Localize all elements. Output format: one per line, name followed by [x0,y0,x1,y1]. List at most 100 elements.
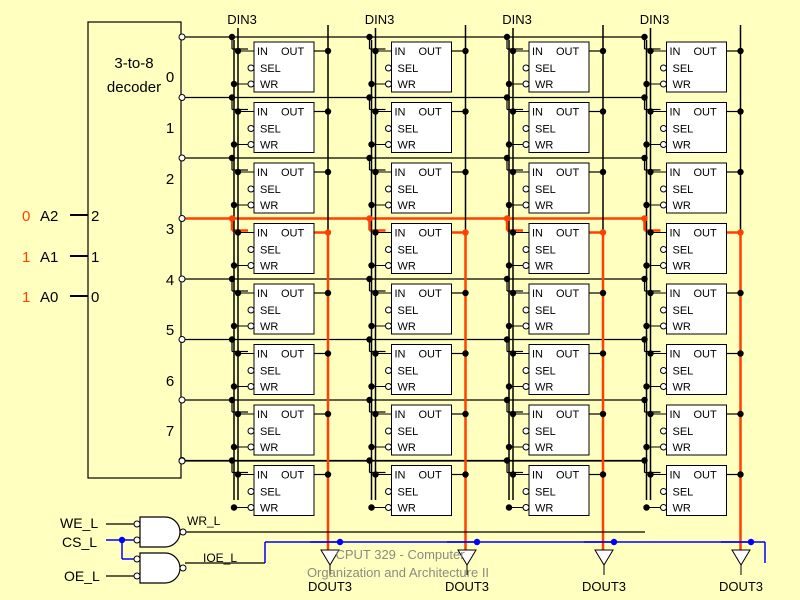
din-junction [647,471,654,478]
din-junction [234,410,242,418]
cell-in-label: IN [670,288,681,300]
cell-in-label: IN [257,46,268,58]
row-select-junction [366,33,373,41]
output-enable-junction [610,538,618,546]
wr-junction [505,262,513,269]
sel-input-bubble [247,488,255,495]
memory-cell [528,283,590,335]
cell-in-label: IN [670,167,681,179]
cell-sel-label: SEL [673,305,694,317]
output-enable-junction [747,538,755,546]
memory-cell [253,102,315,153]
out-junction [737,350,744,357]
memory-cell [666,162,727,214]
din-junction [372,350,379,357]
address-bit-name: A2 [40,208,58,225]
cell-out-label: OUT [694,107,718,119]
wr-junction [368,504,375,511]
cell-sel-label: SEL [673,63,694,75]
decoder-output-bubble [178,275,186,283]
row-select-junction [366,275,373,283]
memory-cell [253,283,315,335]
din-junction [372,471,379,478]
din-junction [372,47,379,55]
cell-in-label: IN [395,167,406,179]
row-select-junction [641,336,648,343]
cell-sel-label: SEL [398,124,419,136]
address-bit-name: A0 [40,289,58,306]
cs-input-bubble-2 [133,555,141,563]
wr-junction [643,141,650,148]
wr-junction [505,322,513,330]
memory-cell [666,102,727,153]
wr-junction [505,80,513,88]
wr-input-bubble [522,262,530,269]
din-junction [647,350,654,357]
wr-input-bubble [385,141,392,148]
decoder-output-bubble [178,396,186,404]
out-junction [462,289,469,297]
cell-in-label: IN [257,167,268,179]
wr-junction [230,383,238,390]
row-select-junction [503,33,511,41]
tristate-buffer [594,549,614,566]
cell-out-label: OUT [281,46,305,58]
wr-junction [643,201,650,209]
out-junction [599,229,607,236]
cell-wr-label: WR [260,200,278,212]
decoder-enable-bubble [178,457,186,465]
cell-sel-label: SEL [535,366,556,378]
row-select-junction [503,336,511,343]
cell-wr-label: WR [260,503,278,515]
wr-input-bubble [247,80,255,88]
wr-junction [368,141,375,148]
cell-out-label: OUT [419,167,443,179]
row-select-junction [641,396,648,404]
out-junction [599,289,607,297]
memory-cell [391,223,452,274]
memory-cell [666,41,727,93]
cell-wr-label: WR [535,382,553,394]
out-junction [737,471,744,478]
wr-input-bubble [247,262,255,269]
cell-sel-label: SEL [673,366,694,378]
oe-label: OE_L [64,568,100,584]
decoder-output-label: 5 [166,322,174,339]
cell-sel-label: SEL [260,426,281,438]
out-junction [599,108,607,115]
out-junction [324,350,332,357]
cell-wr-label: WR [260,382,278,394]
wr-junction [505,201,513,209]
memory-cell [253,223,315,274]
decoder-block [87,21,182,479]
decoder-title-line1: 3-to-8 [114,55,153,72]
out-junction [737,168,744,176]
cell-sel-label: SEL [535,305,556,317]
cell-wr-label: WR [260,261,278,273]
cell-in-label: IN [395,349,406,361]
cell-sel-label: SEL [398,487,419,499]
sel-input-bubble [385,367,392,374]
out-junction [737,108,744,115]
sel-input-bubble [660,246,667,253]
din-junction [372,289,379,297]
sel-input-bubble [247,306,255,314]
out-junction [737,229,744,236]
cell-wr-label: WR [535,200,553,212]
cell-in-label: IN [257,288,268,300]
sel-input-bubble [522,488,530,495]
din-junction [234,108,242,115]
decoder-title-line2: decoder [107,79,161,96]
out-junction [599,168,607,176]
wr-junction [230,322,238,330]
decoder-output-label: 4 [166,272,174,289]
out-junction [324,229,332,236]
dout-label: DOUT3 [308,579,352,594]
wr-junction [505,443,513,451]
cell-wr-label: WR [535,321,553,333]
decoder-output-label: 3 [166,221,174,238]
din-label: DIN3 [640,12,670,27]
out-junction [737,289,744,297]
row-select-junction [228,94,236,101]
wr-input-bubble [522,322,530,330]
